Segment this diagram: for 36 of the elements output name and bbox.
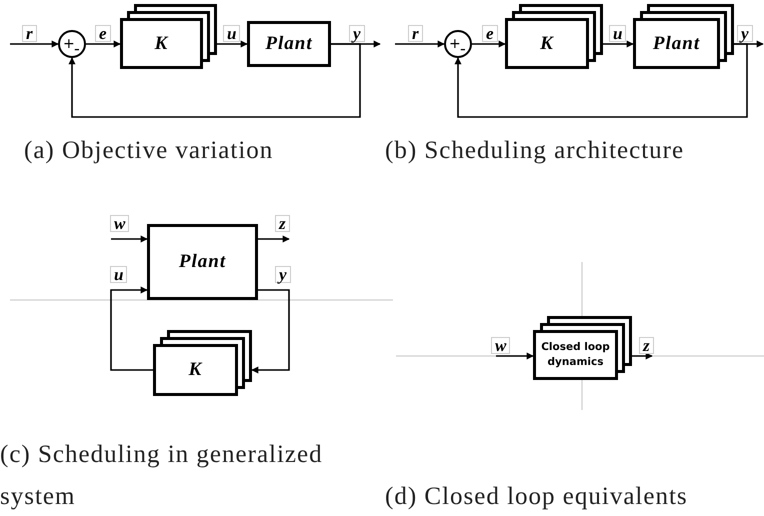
signal-arrow	[258, 236, 290, 242]
block: Plant	[147, 224, 258, 300]
subfigure-caption: (b) Scheduling architecture	[385, 136, 686, 166]
edge-label: u	[110, 266, 128, 283]
summing-junction: +-	[444, 30, 472, 58]
edge-label: u	[223, 25, 240, 42]
signal-arrow	[454, 43, 748, 118]
edge-label: e	[482, 25, 498, 42]
subfigure-caption: (a) Objective variation	[24, 136, 274, 166]
edge-label: w	[491, 337, 510, 354]
edge-label: e	[95, 25, 111, 42]
signal-arrow	[632, 352, 653, 360]
signal-arrow	[251, 289, 290, 374]
signal-arrow	[110, 286, 153, 371]
signal-arrow	[472, 40, 506, 48]
signal-arrow	[68, 43, 361, 118]
edge-label: y	[737, 25, 753, 42]
signal-arrow	[111, 236, 148, 242]
summing-junction: +-	[58, 30, 86, 58]
signal-arrow	[86, 40, 121, 48]
edge-label: w	[110, 215, 130, 232]
signal-arrow	[217, 40, 248, 48]
edge-label: z	[275, 215, 290, 232]
edge-label: y	[349, 25, 365, 42]
signal-arrow	[10, 40, 59, 48]
edge-label: z	[639, 337, 654, 354]
edge-label: r	[22, 25, 37, 42]
signal-arrow	[395, 40, 445, 48]
edge-label: y	[275, 266, 291, 283]
signal-arrow	[496, 352, 534, 360]
block: Plant	[247, 21, 331, 67]
edge-label: r	[408, 25, 423, 42]
subfigure-caption: (c) Scheduling in generalized system	[0, 440, 324, 512]
signal-arrow	[603, 40, 634, 48]
subfigure-caption: (d) Closed loop equivalents	[385, 482, 689, 512]
edge-label: u	[609, 25, 626, 42]
